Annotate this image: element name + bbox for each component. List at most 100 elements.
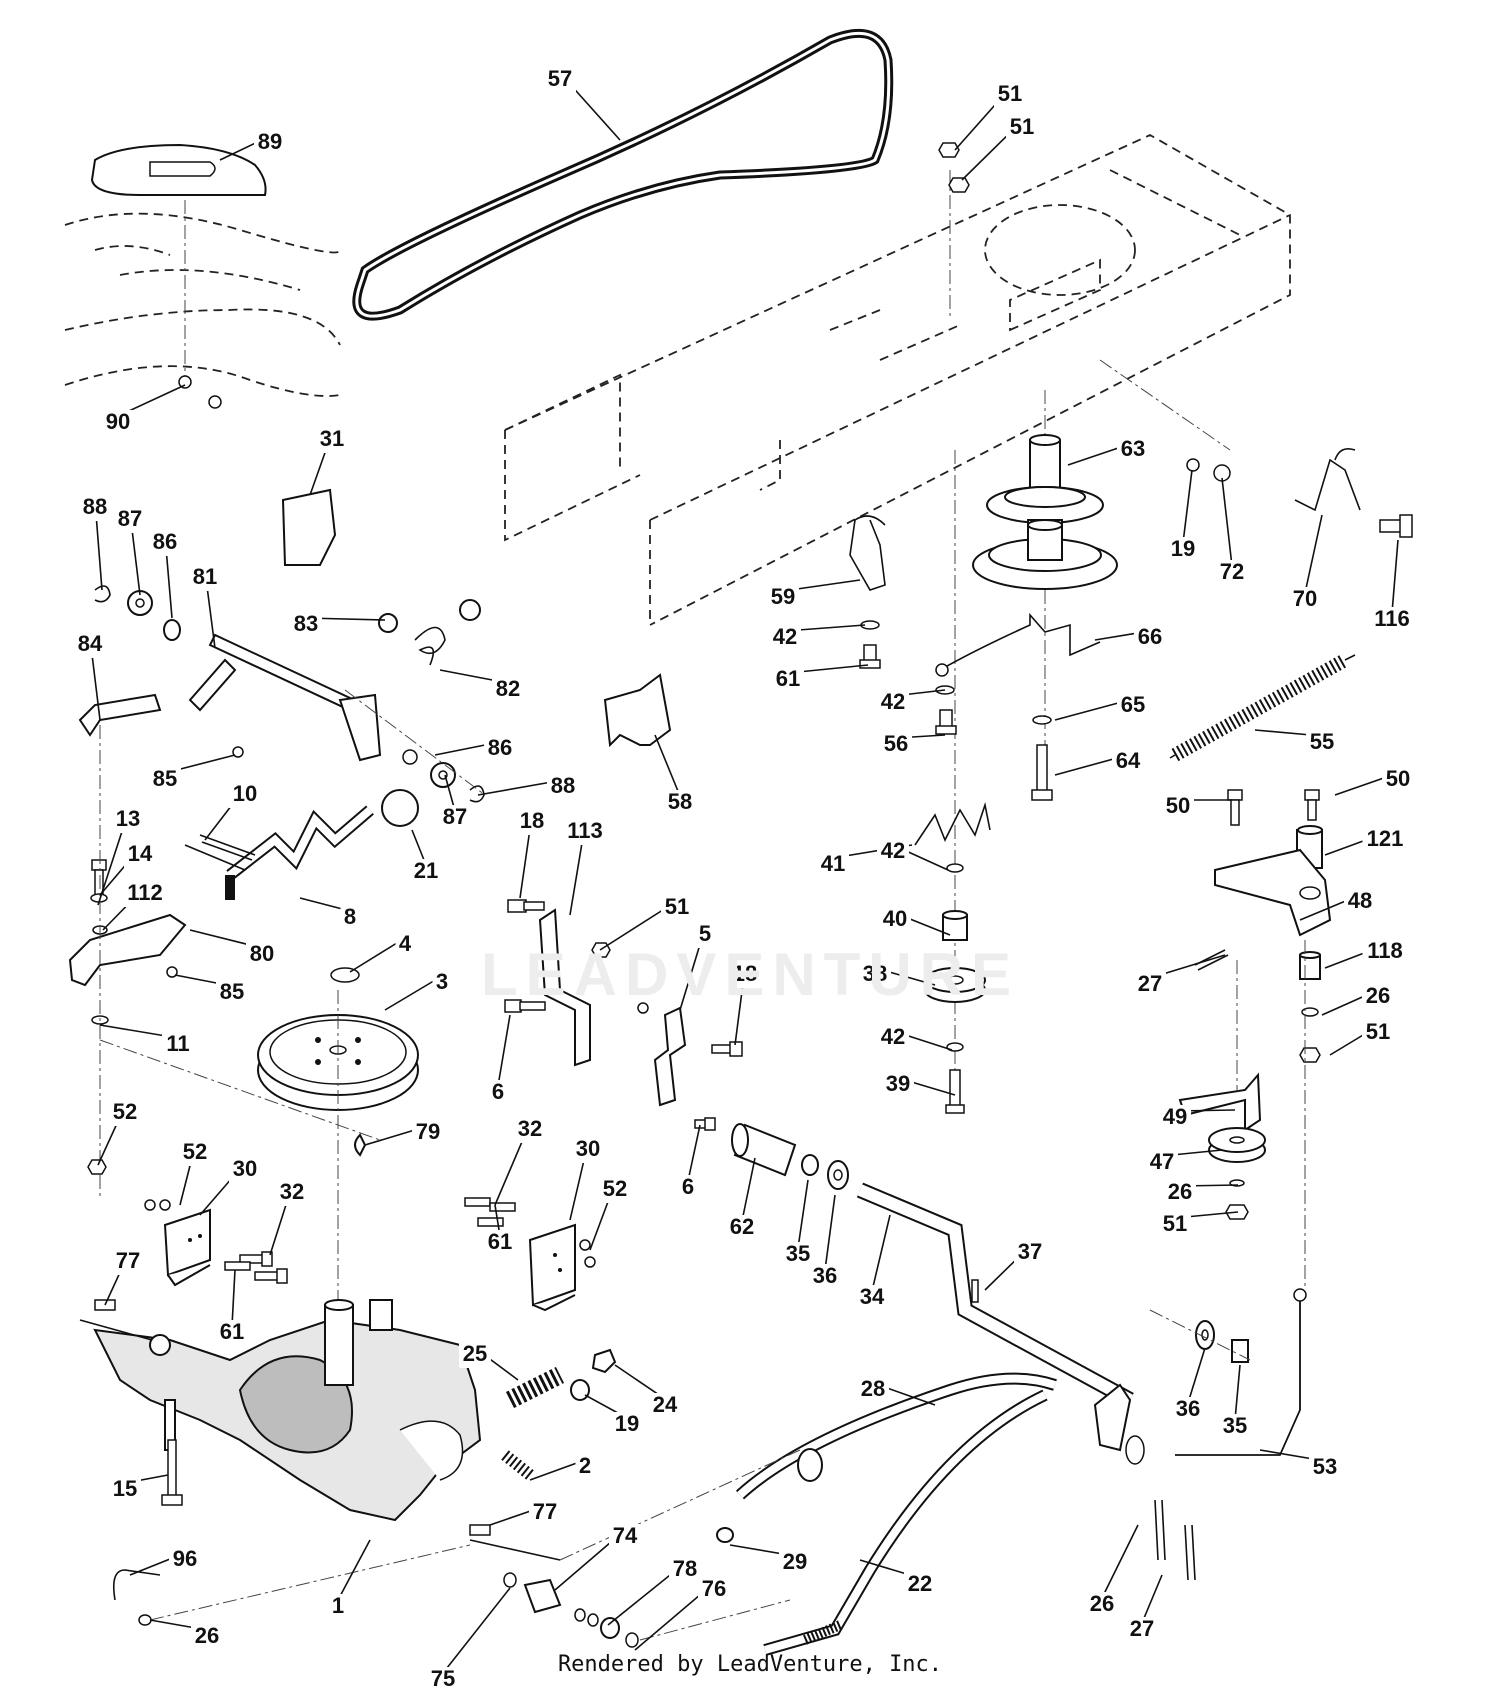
callout-c51d: 51 (1329, 1019, 1394, 1056)
bolt-39 (945, 1069, 965, 1114)
callout-halo (149, 530, 181, 556)
callout-c27b: 27 (1126, 1574, 1163, 1643)
bolt-15 (161, 1439, 183, 1506)
callout-number: 34 (860, 1284, 885, 1309)
callout-c49: 49 (1159, 1104, 1236, 1131)
callout-halo (1134, 625, 1166, 651)
leader-line (797, 1179, 809, 1249)
nuts-52b (144, 1199, 171, 1211)
callout-halo (410, 859, 442, 885)
callout-halo (809, 1264, 841, 1290)
leader-line (824, 1194, 836, 1271)
callout-halo (79, 495, 111, 521)
callout-c74: 74 (554, 1523, 641, 1591)
knob-21 (381, 789, 419, 827)
callout-halo (112, 1249, 144, 1275)
callout-halo (229, 1157, 261, 1183)
callout-halo (1159, 1212, 1191, 1238)
callout-number: 36 (813, 1263, 837, 1288)
callout-c75: 75 (427, 1587, 511, 1693)
callout-halo (547, 774, 579, 800)
callout-c76: 76 (634, 1576, 730, 1651)
callout-c14: 14 (99, 841, 156, 896)
bushing-35a (801, 1154, 819, 1176)
callout-halo (664, 790, 696, 816)
callout-halo (994, 82, 1026, 108)
callout-halo (1216, 560, 1248, 586)
bolt-6b (694, 1117, 716, 1131)
callout-halo (109, 1100, 141, 1126)
callout-halo (529, 1500, 561, 1526)
callout-halo (1086, 1592, 1118, 1618)
callout-c52a: 52 (97, 1099, 141, 1166)
callout-number: 6 (682, 1174, 694, 1199)
leader-line (1234, 1364, 1241, 1421)
callout-halo (649, 1393, 681, 1419)
callout-c5: 5 (679, 921, 715, 1011)
callout-c42d: 42 (877, 1024, 953, 1051)
washers-88-87-86 (94, 585, 181, 641)
callout-number: 14 (128, 841, 153, 866)
callout-halo (1134, 972, 1166, 998)
callout-halo (179, 1140, 211, 1166)
callout-halo (678, 1175, 698, 1201)
cotter-pins-10 (184, 834, 256, 871)
callout-c57: 57 (544, 66, 621, 141)
callout-halo (1362, 939, 1408, 965)
callout-number: 37 (1018, 1239, 1042, 1264)
callout-c10: 10 (204, 781, 261, 841)
bolt-61c (224, 1261, 251, 1271)
leader-line (1304, 514, 1323, 594)
bracket-58 (603, 673, 672, 748)
callout-c25: 25 (459, 1341, 519, 1381)
callout-number: 18 (520, 808, 544, 833)
callout-halo (1382, 767, 1414, 793)
idler-bracket-66 (935, 612, 1101, 677)
callout-number: 35 (786, 1241, 810, 1266)
callout-number: 11 (166, 1031, 189, 1056)
callout-halo (1162, 794, 1194, 820)
leader-line (1101, 1524, 1139, 1599)
callout-halo (772, 667, 804, 693)
callout-c30b: 30 (569, 1136, 604, 1221)
bracket-113 (538, 908, 591, 1067)
callout-number: 77 (116, 1248, 140, 1273)
bushing-35b (1231, 1339, 1249, 1363)
callout-number: 1 (332, 1593, 344, 1618)
callout-number: 4 (399, 931, 412, 956)
callout-c112: 112 (102, 880, 168, 931)
callout-number: 31 (320, 426, 344, 451)
callout-halo (149, 767, 181, 793)
bracket-48 (1214, 848, 1332, 937)
callout-c52c: 52 (589, 1176, 631, 1251)
callout-c18b: 18 (729, 961, 761, 1046)
callout-halo (216, 1320, 248, 1346)
callout-halo (1159, 1105, 1191, 1131)
callout-halo (779, 1550, 811, 1576)
callout-c19a: 19 (1167, 469, 1199, 563)
callout-number: 27 (1138, 971, 1162, 996)
callout-number: 113 (567, 818, 603, 843)
callout-c58: 58 (654, 734, 696, 816)
callout-halo (122, 881, 168, 907)
callout-halo (729, 962, 761, 988)
callout-number: 3 (436, 969, 448, 994)
callout-c51a: 51 (954, 81, 1026, 151)
callout-number: 26 (1090, 1591, 1114, 1616)
callout-c21: 21 (410, 829, 442, 885)
callout-number: 55 (1310, 729, 1334, 754)
callout-number: 41 (821, 851, 845, 876)
callout-number: 62 (730, 1214, 754, 1239)
callout-halo (877, 1025, 909, 1051)
link-84 (78, 693, 162, 737)
callout-number: 79 (416, 1119, 440, 1144)
pin-37 (971, 1279, 979, 1303)
spring-59 (849, 515, 886, 591)
callout-halo (1369, 607, 1415, 633)
washer-36b (1195, 1320, 1215, 1350)
callout-halo (1146, 1150, 1178, 1176)
callout-halo (767, 585, 799, 611)
callout-c80: 80 (189, 929, 278, 968)
spring-55 (1169, 653, 1356, 762)
callout-number: 25 (463, 1341, 487, 1366)
